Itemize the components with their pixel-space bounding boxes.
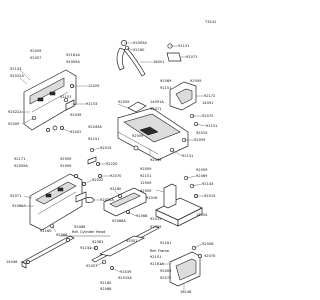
part-label: 92049	[70, 113, 82, 117]
part-label: 92070	[204, 254, 216, 258]
part-label: 92049A	[88, 125, 102, 129]
part-label: 92151	[80, 246, 91, 250]
part-label: 92022	[92, 178, 103, 182]
frame-stay-assembly	[160, 243, 203, 290]
part-label: 92008	[202, 242, 214, 246]
part-label: 92220	[106, 162, 118, 166]
part-label: 92081	[92, 240, 103, 244]
part-label: 92071	[10, 194, 21, 198]
part-label: 92059	[194, 138, 206, 142]
small-bracket-group	[166, 43, 186, 62]
part-label: 92009	[190, 79, 202, 83]
ref-frame-label: Ref. Frame	[150, 249, 170, 253]
part-label: 92002	[70, 130, 81, 134]
part-label: 92009	[160, 269, 172, 273]
part-label: 92057	[30, 56, 41, 60]
part-label: 92069	[160, 79, 172, 83]
part-label: 92009	[60, 164, 72, 168]
part-label: 16146	[180, 290, 192, 294]
part-label: 92151	[60, 95, 71, 99]
part-label: 92059	[132, 134, 144, 138]
ref-cylinder-head-label: Ref. Cylinder Head	[72, 230, 105, 234]
part-label: 92009A	[133, 41, 147, 45]
part-label: 14091A	[150, 100, 164, 104]
part-label: 92171	[14, 157, 25, 161]
parts-exploded-diagram: T3141	[6, 20, 217, 294]
part-label: 92051	[126, 239, 137, 243]
part-label: 92068A	[112, 219, 126, 223]
part-label: 92009A	[14, 164, 28, 168]
part-label: 92161A	[66, 53, 80, 57]
part-label: 92022A	[8, 110, 22, 114]
part-label: 92069	[196, 174, 208, 178]
part-label: 92153	[86, 102, 97, 106]
part-label: 92068	[136, 214, 148, 218]
part-label: 92009	[140, 167, 152, 171]
diagram-code: T3141	[204, 20, 216, 24]
part-label: 92009	[150, 225, 162, 229]
part-label: 92068A	[12, 204, 26, 208]
part-label: 92160	[40, 229, 52, 233]
part-label: 92151	[140, 174, 151, 178]
right-bracket-assembly	[169, 81, 207, 127]
part-label: 92057	[86, 264, 97, 268]
part-labels: 92009A 92160 16001 92151 92071 92009 920…	[6, 41, 217, 294]
part-label: 92009	[30, 49, 42, 53]
part-label: 16001	[153, 60, 164, 64]
part-label: 92180	[110, 187, 122, 191]
part-label: 92070	[110, 174, 122, 178]
part-label: 12009	[140, 181, 152, 185]
part-label: 92015	[150, 217, 161, 221]
part-label: 92016	[146, 196, 158, 200]
middle-hardware-group	[87, 147, 110, 178]
part-label: 92143	[10, 67, 21, 71]
upper-plate-assembly	[19, 69, 88, 133]
part-label: 92151	[150, 255, 161, 259]
part-label: 92172	[204, 94, 215, 98]
part-label: 14054	[196, 213, 208, 217]
part-label: 12029	[88, 84, 100, 88]
part-label: 92143	[202, 182, 213, 186]
part-label: 92015A	[118, 276, 132, 280]
part-label: 92009	[8, 122, 20, 126]
part-label: 14046	[6, 260, 18, 264]
part-label: 92059	[140, 189, 152, 193]
part-label: 92151	[178, 44, 189, 48]
part-label: 14091	[202, 101, 213, 105]
part-label: 92009A	[66, 60, 80, 64]
part-label: 92151	[160, 86, 171, 90]
part-label: 92151	[206, 124, 217, 128]
part-label: 92160	[133, 48, 145, 52]
part-label: 92068	[56, 233, 68, 237]
lower-plate-assembly	[23, 173, 100, 233]
middle-bracket-assembly	[103, 187, 147, 217]
part-label: 92015	[100, 146, 111, 150]
part-label: 92039	[120, 270, 132, 274]
part-label: 92072	[202, 114, 213, 118]
part-label: 92022A	[100, 198, 114, 202]
part-label: 92151	[88, 137, 99, 141]
part-label: 92161	[160, 241, 171, 245]
cable-clip-group	[116, 40, 153, 77]
part-label: 92071	[150, 107, 161, 111]
right-plate-assembly	[155, 175, 204, 227]
part-label: 92009	[118, 100, 130, 104]
part-label: 92072	[160, 276, 171, 280]
part-label: 92068	[100, 287, 112, 291]
part-label: 92071	[186, 55, 197, 59]
part-label: 92015	[204, 194, 215, 198]
part-label: 92022A	[10, 74, 24, 78]
part-label: 92059	[60, 157, 72, 161]
part-label: 92059	[196, 168, 208, 172]
part-label: 92068	[74, 225, 86, 229]
part-label: 92161A	[150, 262, 164, 266]
part-label: 92015	[196, 131, 207, 135]
part-label: 92049	[150, 158, 162, 162]
part-label: 92160	[100, 281, 112, 285]
part-label: 92151	[182, 154, 193, 158]
lower-rods-group	[20, 225, 160, 273]
centre-housing-assembly	[117, 101, 194, 161]
